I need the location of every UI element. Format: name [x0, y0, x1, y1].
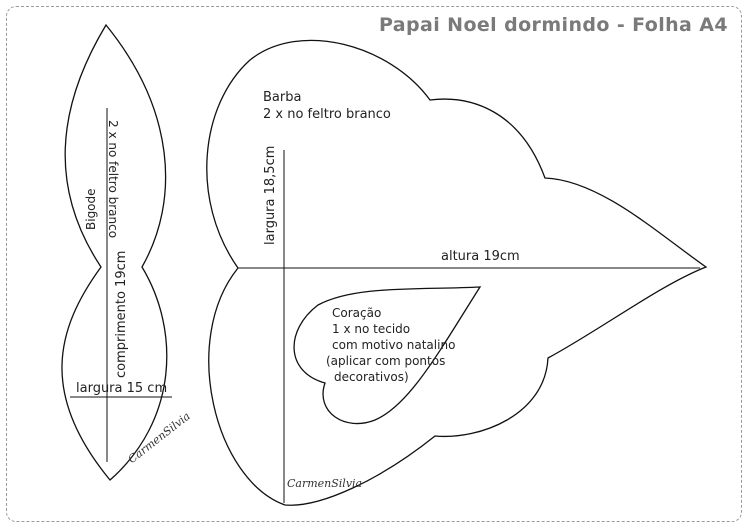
- coracao-line-1: Coração: [332, 306, 382, 320]
- barba-name: Barba: [263, 90, 302, 105]
- coracao-line-3: com motivo natalino: [332, 338, 456, 352]
- barba-signature: CarmenSilvia: [287, 477, 363, 490]
- coracao-line-5: decorativos): [334, 370, 409, 384]
- bigode-instruction: 2 x no feltro branco: [106, 120, 120, 239]
- page-title: Papai Noel dormindo - Folha A4: [378, 14, 728, 36]
- barba-width-label: largura 18,5cm: [263, 145, 278, 245]
- coracao-outline: [293, 286, 482, 425]
- bigode-length-label: comprimento 19cm: [114, 250, 129, 378]
- barba-instruction: 2 x no feltro branco: [263, 107, 391, 122]
- coracao-line-4: (aplicar com pontos: [326, 354, 446, 368]
- bigode-outline: [61, 23, 168, 481]
- bigode-width-label: largura 15 cm: [76, 381, 168, 396]
- barba-outline: [206, 39, 708, 506]
- barba-height-label: altura 19cm: [441, 249, 520, 264]
- dashed-border: [6, 6, 742, 522]
- coracao-line-2: 1 x no tecido: [332, 322, 411, 336]
- bigode-name: Bigode: [84, 188, 98, 230]
